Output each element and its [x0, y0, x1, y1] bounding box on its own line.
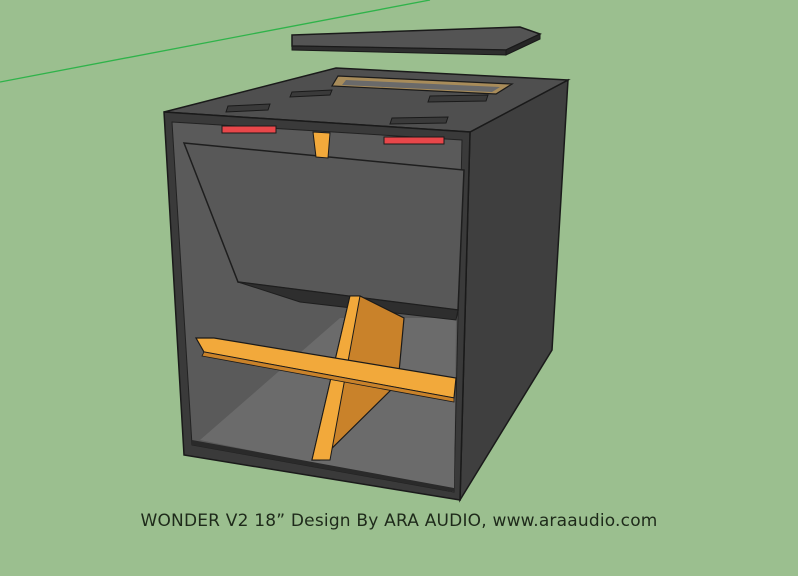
axis-line — [0, 0, 431, 83]
horizontal-cross-brace — [194, 337, 457, 403]
design-caption: WONDER V2 18” Design By ARA AUDIO, www.a… — [140, 511, 658, 531]
cabinet-right-side — [459, 78, 569, 503]
cabinet-top-panel — [163, 67, 571, 133]
lid-panel — [291, 26, 542, 56]
port-slot-left — [221, 125, 277, 134]
port-slot-right — [383, 136, 445, 145]
top-vertical-brace — [312, 131, 331, 159]
horn-panel — [182, 142, 465, 321]
